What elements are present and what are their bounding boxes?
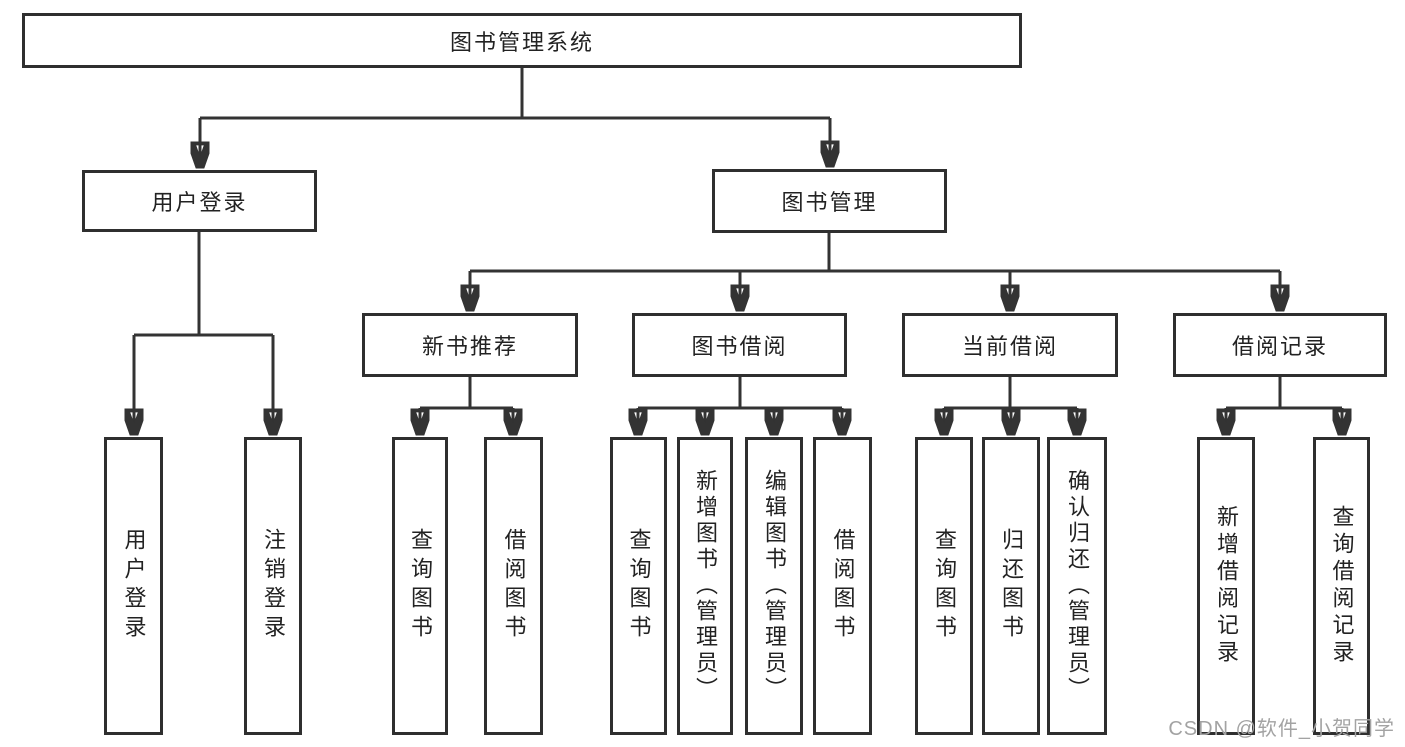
leaf-nb-query-books-label: 查询图书: [408, 528, 433, 644]
connector-root-to-level2: [200, 68, 830, 167]
leaf-nb-query-books: 查询图书: [392, 437, 448, 735]
node-new-book-recommend-label: 新书推荐: [421, 334, 518, 359]
leaf-nb-borrow-books-label: 借阅图书: [501, 528, 527, 644]
leaf-cb-return-books-label: 归还图书: [999, 528, 1024, 644]
leaf-nb-borrow-books: 借阅图书: [484, 437, 543, 735]
leaf-cb-confirm-return: 确认归还（管理员）: [1047, 437, 1107, 735]
leaf-bb-borrow-books: 借阅图书: [813, 437, 872, 735]
leaf-cb-confirm-return-label: 确认归还（管理员）: [1065, 469, 1090, 703]
node-borrow-records: 借阅记录: [1173, 313, 1387, 377]
node-book-management: 图书管理: [712, 169, 947, 233]
leaf-bb-add-books-label: 新增图书（管理员）: [693, 469, 718, 703]
leaf-bb-borrow-books-label: 借阅图书: [830, 528, 856, 644]
connector-borrow-records-to-leaves: [1226, 377, 1342, 434]
leaf-cb-query-books: 查询图书: [915, 437, 973, 735]
leaf-cb-query-books-label: 查询图书: [932, 528, 957, 644]
leaf-br-query-record: 查询借阅记录: [1313, 437, 1370, 735]
node-user-login: 用户登录: [82, 170, 317, 232]
watermark: CSDN @软件_小贺同学: [1168, 718, 1395, 740]
node-current-borrow-label: 当前借阅: [961, 334, 1058, 359]
leaf-logout: 注销登录: [244, 437, 302, 735]
leaf-bb-query-books-label: 查询图书: [626, 528, 652, 644]
node-book-borrow-label: 图书借阅: [691, 334, 788, 359]
leaf-br-add-record: 新增借阅记录: [1197, 437, 1255, 735]
connector-book-borrow-to-leaves: [638, 377, 842, 434]
node-user-login-label: 用户登录: [151, 190, 248, 215]
leaf-bb-add-books: 新增图书（管理员）: [677, 437, 733, 735]
leaf-bb-edit-books-label: 编辑图书（管理员）: [762, 469, 787, 703]
node-new-book-recommend: 新书推荐: [362, 313, 578, 377]
leaf-user-login-label: 用户登录: [121, 528, 147, 644]
node-borrow-records-label: 借阅记录: [1231, 334, 1328, 359]
node-book-borrow: 图书借阅: [632, 313, 847, 377]
leaf-bb-edit-books: 编辑图书（管理员）: [745, 437, 803, 735]
connector-current-borrow-to-leaves: [944, 377, 1077, 434]
node-book-management-label: 图书管理: [781, 190, 878, 215]
connector-new-book-recommend-to-leaves: [420, 377, 513, 434]
leaf-cb-return-books: 归还图书: [982, 437, 1040, 735]
connector-user-login-to-leaves: [134, 232, 273, 434]
connector-book-management-to-level3: [470, 233, 1280, 310]
node-root: 图书管理系统: [22, 13, 1022, 68]
leaf-bb-query-books: 查询图书: [610, 437, 667, 735]
leaf-br-query-record-label: 查询借阅记录: [1329, 505, 1355, 667]
leaf-br-add-record-label: 新增借阅记录: [1214, 505, 1239, 667]
node-root-label: 图书管理系统: [449, 29, 594, 55]
leaf-logout-label: 注销登录: [261, 528, 286, 644]
leaf-user-login: 用户登录: [104, 437, 163, 735]
node-current-borrow: 当前借阅: [902, 313, 1118, 377]
